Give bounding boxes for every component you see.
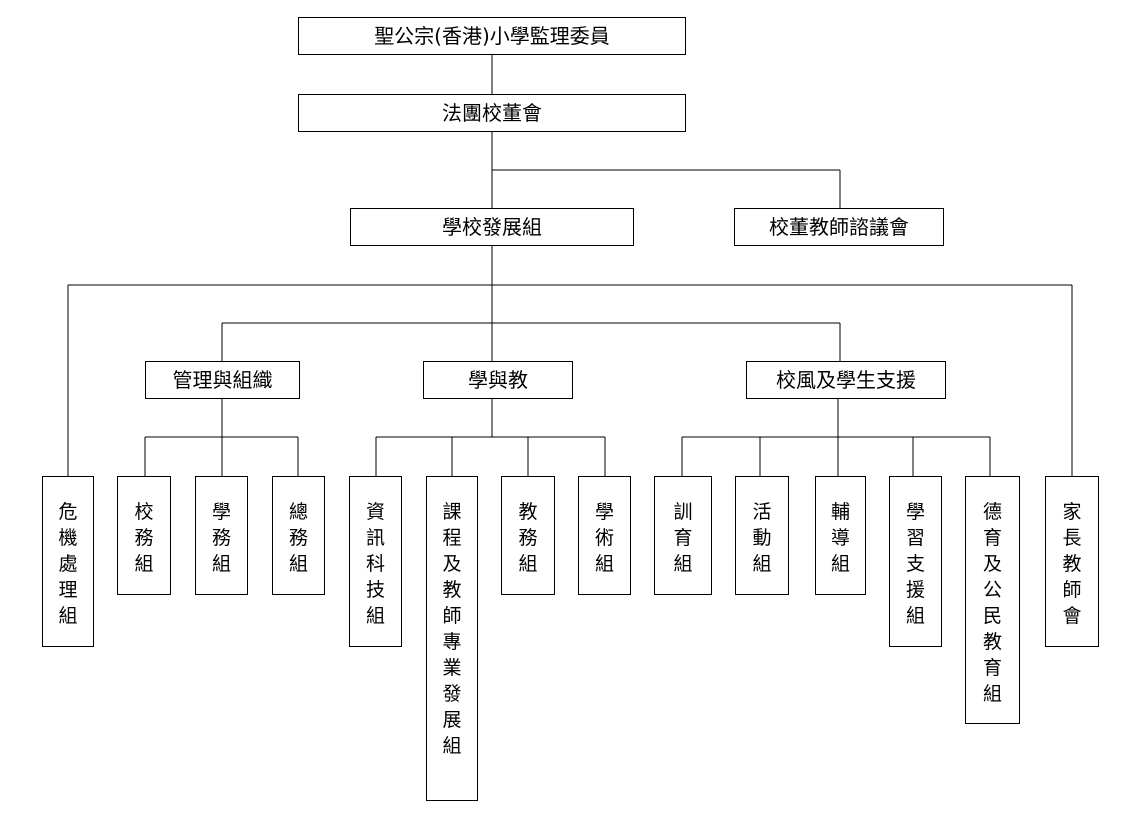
node-learning-teaching: 學與教: [423, 361, 573, 399]
node-label: 校務組: [134, 501, 154, 575]
node-label: 學習支援組: [905, 501, 925, 627]
node-academic: 學術組: [578, 476, 631, 595]
node-label: 校董教師諮議會: [769, 215, 909, 239]
node-staff-consultative-council: 校董教師諮議會: [734, 208, 944, 246]
node-label: 聖公宗(香港)小學監理委員: [374, 24, 610, 48]
node-supervisory-committee: 聖公宗(香港)小學監理委員: [298, 17, 686, 55]
node-incorporated-management-committee: 法團校董會: [298, 94, 686, 132]
node-label: 訓育組: [673, 501, 693, 575]
node-label: 德育及公民教育組: [982, 501, 1002, 705]
node-label: 資訊科技組: [365, 501, 385, 627]
node-label: 教務組: [518, 501, 538, 575]
node-parent-teacher-association: 家長教師會: [1045, 476, 1099, 647]
node-information-technology: 資訊科技組: [349, 476, 402, 647]
node-activities: 活動組: [735, 476, 789, 595]
node-counselling: 輔導組: [815, 476, 866, 595]
node-label: 家長教師會: [1062, 501, 1082, 627]
node-label: 校風及學生支援: [776, 368, 916, 392]
node-label: 課程及教師專業發展組: [442, 501, 462, 757]
node-label: 管理與組織: [172, 368, 273, 392]
node-student-affairs: 學務組: [195, 476, 248, 595]
node-label: 學與教: [468, 368, 528, 392]
node-label: 學校發展組: [442, 215, 542, 239]
node-label: 總務組: [288, 501, 308, 575]
node-curriculum-professional-development: 課程及教師專業發展組: [426, 476, 478, 801]
node-label: 學務組: [211, 501, 231, 575]
node-label: 活動組: [752, 501, 772, 575]
node-label: 法團校董會: [442, 101, 542, 125]
node-school-development-group: 學校發展組: [350, 208, 634, 246]
node-ethos-student-support: 校風及學生支援: [746, 361, 946, 399]
node-discipline: 訓育組: [654, 476, 712, 595]
node-academic-affairs: 教務組: [501, 476, 555, 595]
node-crisis-management: 危機處理組: [42, 476, 94, 647]
node-label: 危機處理組: [58, 501, 78, 627]
node-label: 學術組: [594, 501, 614, 575]
node-general-affairs: 總務組: [272, 476, 325, 595]
node-school-affairs: 校務組: [117, 476, 171, 595]
node-learning-support: 學習支援組: [889, 476, 942, 647]
node-management-organisation: 管理與組織: [145, 361, 300, 399]
node-moral-civic-education: 德育及公民教育組: [965, 476, 1020, 724]
node-label: 輔導組: [830, 501, 850, 575]
